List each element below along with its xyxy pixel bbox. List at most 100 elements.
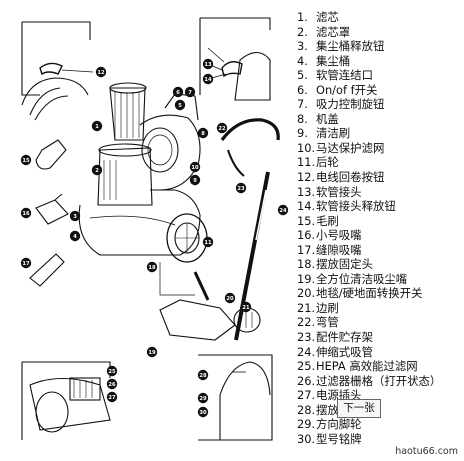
- part-number: 11.: [297, 155, 316, 170]
- part-number: 22.: [297, 315, 316, 330]
- part-item: 22.弯管: [297, 315, 462, 330]
- callout-30: 30: [197, 406, 209, 418]
- inset-filter: [21, 361, 111, 440]
- callout-8: 8: [197, 127, 209, 139]
- part-label: On/of f开关: [316, 82, 378, 97]
- telescopic-tube: [234, 171, 270, 341]
- part-number: 8.: [297, 111, 308, 126]
- part-label: 电线回卷按钮: [316, 170, 385, 185]
- callout-11: 11: [202, 236, 214, 248]
- part-label: 软管接头释放钮: [316, 199, 396, 214]
- part-item: 11.后轮: [297, 155, 462, 170]
- callout-20: 20: [224, 292, 236, 304]
- callout-number: 24: [279, 208, 287, 214]
- part-label: 马达保护滤网: [316, 140, 385, 155]
- callout-number: 10: [191, 165, 199, 171]
- part-item: 9. 清洁刷: [297, 126, 462, 141]
- part-number: 14.: [297, 199, 316, 214]
- part-item: 10.马达保护滤网: [297, 141, 462, 156]
- part-number: 17.: [297, 242, 316, 257]
- callout-number: 21: [242, 305, 250, 311]
- part-number: 29.: [297, 417, 316, 432]
- callout-28: 28: [197, 369, 209, 381]
- floor-nozzle: [159, 262, 261, 341]
- part-number: 13.: [297, 184, 316, 199]
- part-label: 缝隙吸嘴: [316, 242, 362, 257]
- part-item: 25.HEPA 高效能过滤网: [297, 359, 462, 374]
- part-number: 28.: [297, 402, 316, 417]
- part-label: 滤芯: [316, 10, 339, 24]
- part-number: 7.: [297, 97, 308, 112]
- part-item: 23.配件贮存架: [297, 330, 462, 345]
- part-label: 地毯/硬地面转换开关: [316, 286, 423, 301]
- callout-number: 19: [148, 350, 156, 356]
- part-item: 6. On/of f开关: [297, 83, 462, 98]
- vacuum-body: [78, 82, 208, 263]
- callout-number: 8: [201, 131, 205, 137]
- part-number: 21.: [297, 300, 316, 315]
- part-label: 滤芯罩: [316, 24, 351, 39]
- part-item: 17.缝隙吸嘴: [297, 243, 462, 258]
- part-item: 21.边刷: [297, 301, 462, 316]
- part-item: 14.软管接头释放钮: [297, 199, 462, 214]
- callout-9: 9: [189, 174, 201, 186]
- callout-23: 23: [235, 182, 247, 194]
- callout-number: 28: [199, 373, 207, 379]
- part-label: 软管连结口: [316, 68, 373, 83]
- part-number: 9.: [297, 126, 308, 141]
- callout-number: 15: [22, 158, 30, 164]
- part-item: 2. 滤芯罩: [297, 25, 462, 40]
- callout-26: 26: [106, 378, 118, 390]
- inset-cord-rewind: [21, 21, 94, 121]
- next-image-button[interactable]: 下一张: [337, 399, 381, 418]
- part-item: 16.小号吸嘴: [297, 228, 462, 243]
- part-item: 18.摆放固定头: [297, 257, 462, 272]
- part-label: 方向脚轮: [316, 417, 362, 432]
- callout-number: 30: [199, 410, 207, 416]
- callout-number: 1: [95, 124, 99, 130]
- part-label: 过滤器栅格（打开状态）: [316, 373, 442, 388]
- part-number: 20.: [297, 286, 316, 301]
- part-label: 软管接头: [316, 184, 362, 199]
- part-label: 集尘桶释放钮: [316, 39, 385, 54]
- part-number: 30.: [297, 431, 316, 446]
- part-item: 15.毛刷: [297, 214, 462, 229]
- part-item: 12.电线回卷按钮: [297, 170, 462, 185]
- callout-number: 20: [226, 296, 234, 302]
- part-number: 15.: [297, 213, 316, 228]
- part-number: 6.: [297, 82, 308, 97]
- part-label: 清洁刷: [316, 126, 351, 141]
- part-label: 边刷: [316, 300, 339, 315]
- callout-number: 4: [73, 234, 77, 240]
- part-label: 伸缩式吸管: [316, 344, 373, 359]
- callout-15: 15: [20, 154, 32, 166]
- callout-22: 22: [216, 122, 228, 134]
- callout-number: 7: [188, 90, 192, 96]
- part-number: 2.: [297, 24, 308, 39]
- part-label: 弯管: [316, 315, 339, 330]
- part-label: 吸力控制旋钮: [316, 97, 385, 112]
- part-item: 7. 吸力控制旋钮: [297, 97, 462, 112]
- part-number: 25.: [297, 359, 316, 374]
- callout-number: 16: [22, 211, 30, 217]
- part-item: 26.过滤器栅格（打开状态）: [297, 374, 462, 389]
- part-label: 型号铭牌: [316, 431, 362, 446]
- callout-10: 10: [189, 161, 201, 173]
- callout-number: 17: [22, 261, 30, 267]
- part-number: 23.: [297, 330, 316, 345]
- callout-13: 13: [202, 58, 214, 70]
- callout-number: 13: [204, 62, 212, 68]
- callout-21: 21: [240, 301, 252, 313]
- part-item: 8.机盖: [297, 112, 462, 127]
- callout-2: 2: [91, 164, 103, 176]
- part-item: 27.电源插头: [297, 388, 462, 403]
- part-number: 26.: [297, 373, 316, 388]
- part-item: 13.软管接头: [297, 185, 462, 200]
- callout-25: 25: [106, 365, 118, 377]
- inset-hose-connector: [199, 17, 271, 101]
- part-number: 10.: [297, 140, 316, 155]
- accessory-crevice: [29, 253, 65, 287]
- part-number: 18.: [297, 257, 316, 272]
- callout-12: 12: [95, 66, 107, 78]
